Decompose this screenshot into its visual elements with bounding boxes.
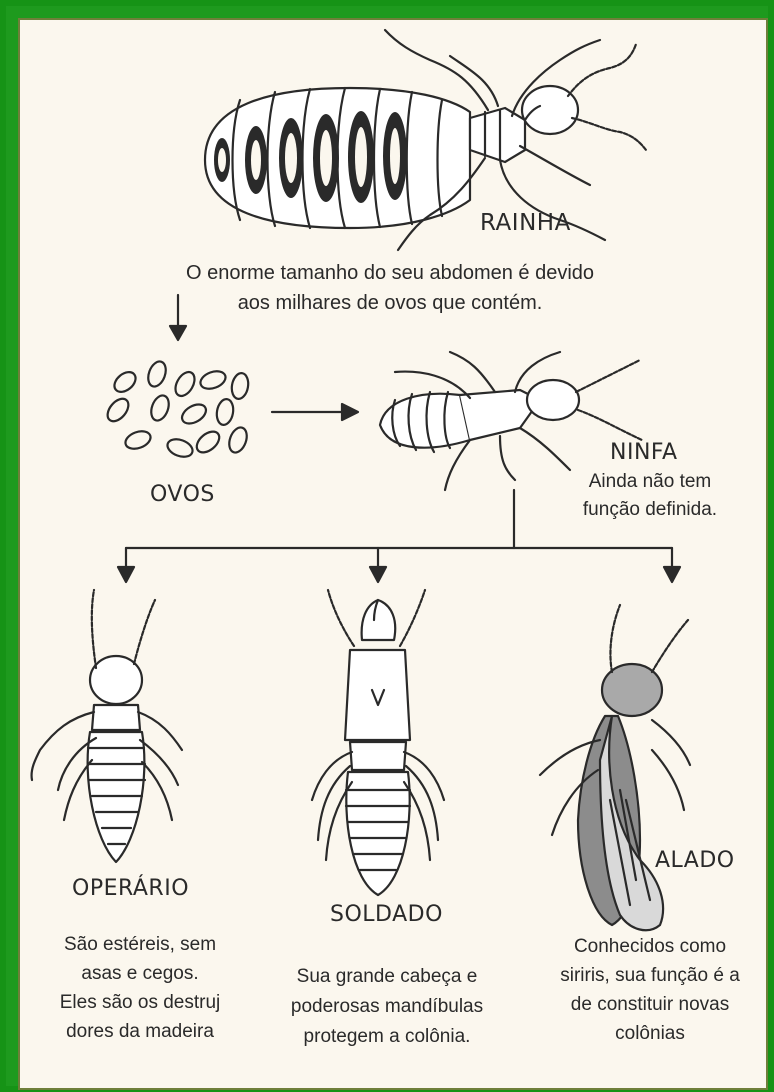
queen-caption: O enorme tamanho do seu abdomen é devido… (130, 258, 650, 318)
arrow-eggs-to-nymph (272, 404, 358, 420)
nymph-caption-line-2: função definida. (540, 496, 760, 524)
nymph-caption: Ainda não tem função definida. (540, 468, 760, 524)
winged-caption-line-3: de constituir novas (530, 990, 770, 1019)
soldier-label: SOLDADO (330, 902, 443, 927)
winged-caption-line-2: siriris, sua função é a (530, 961, 770, 990)
worker-caption-line-2: asas e cegos. (30, 959, 250, 988)
soldier-caption-line-2: poderosas mandíbulas (262, 992, 512, 1022)
worker-illustration (32, 590, 182, 862)
winged-illustration (540, 605, 690, 930)
queen-caption-line-1: O enorme tamanho do seu abdomen é devido (130, 258, 650, 288)
winged-caption: Conhecidos como siriris, sua função é a … (530, 932, 770, 1048)
worker-caption-line-4: dores da madeira (30, 1017, 250, 1046)
winged-caption-line-1: Conhecidos como (530, 932, 770, 961)
queen-label: RAINHA (480, 210, 571, 236)
eggs-illustration (104, 359, 251, 460)
soldier-caption-line-3: protegem a colônia. (262, 1022, 512, 1052)
queen-illustration (205, 30, 646, 250)
eggs-label: OVOS (150, 482, 215, 507)
worker-caption-line-3: Eles são os destruj (30, 988, 250, 1017)
worker-label: OPERÁRIO (72, 876, 189, 901)
soldier-caption: Sua grande cabeça e poderosas mandíbulas… (262, 962, 512, 1052)
soldier-illustration (312, 590, 444, 895)
winged-label: ALADO (655, 848, 735, 873)
worker-caption: São estéreis, sem asas e cegos. Eles são… (30, 930, 250, 1046)
nymph-label: NINFA (610, 440, 678, 465)
queen-caption-line-2: aos milhares de ovos que contém. (130, 288, 650, 318)
worker-caption-line-1: São estéreis, sem (30, 930, 250, 959)
nymph-caption-line-1: Ainda não tem (540, 468, 760, 496)
winged-caption-line-4: colônias (530, 1019, 770, 1048)
soldier-caption-line-1: Sua grande cabeça e (262, 962, 512, 992)
